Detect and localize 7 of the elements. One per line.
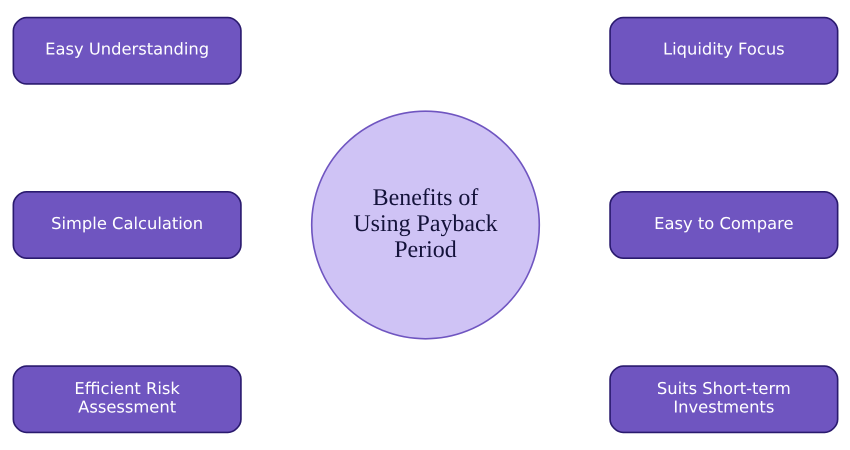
node-box: Easy Understanding — [12, 16, 242, 85]
node-box: Simple Calculation — [12, 190, 242, 260]
node-box: Liquidity Focus — [608, 16, 838, 85]
node-box: Efficient Risk Assessment — [12, 365, 242, 434]
node-box: Suits Short-term Investments — [608, 365, 838, 434]
node-circle: Benefits of Using Payback Period — [310, 110, 540, 340]
node-box: Easy to Compare — [608, 190, 838, 260]
